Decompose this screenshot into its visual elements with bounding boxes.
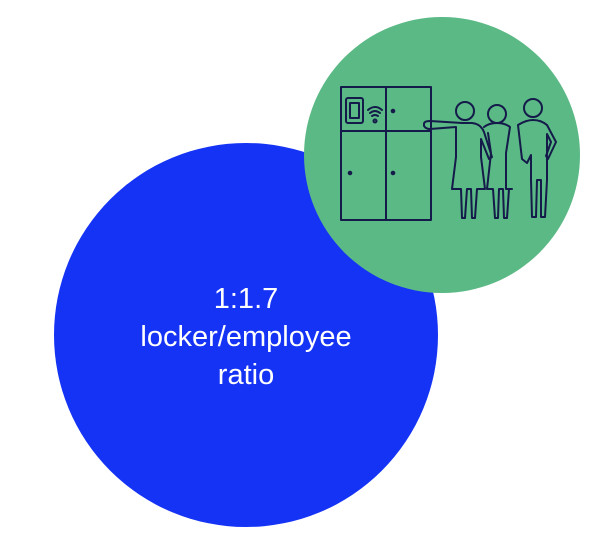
keypad-panel-icon: [345, 97, 364, 124]
ratio-label: locker/employee: [140, 321, 352, 353]
green-circle: [304, 17, 580, 293]
ratio-suffix: ratio: [217, 359, 275, 391]
smart-locker-people-icon: [340, 86, 557, 221]
wifi-icon: [367, 106, 383, 124]
ratio-value: 1:1.7: [213, 283, 279, 315]
locker-ratio-stat: 1:1.7 locker/employee ratio: [56, 280, 436, 394]
